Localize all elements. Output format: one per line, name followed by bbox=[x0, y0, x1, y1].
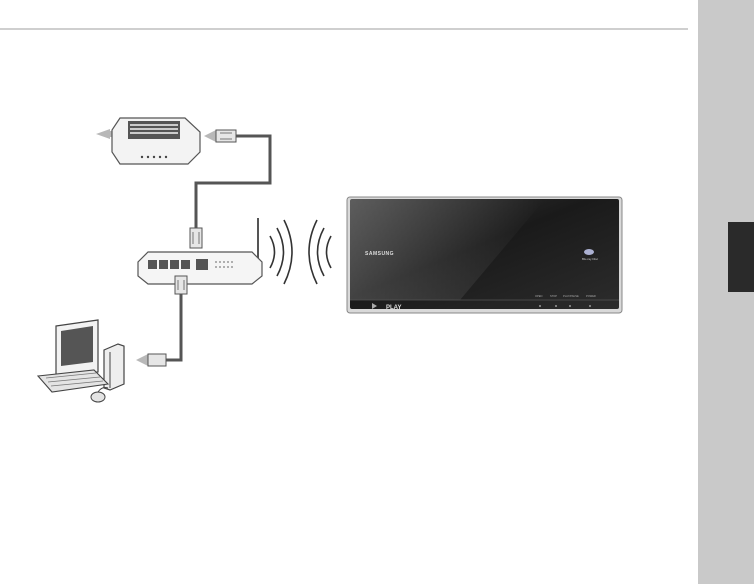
control-power-label: POWER bbox=[586, 294, 596, 298]
cable-router-to-computer bbox=[162, 291, 181, 360]
broadband-modem-icon bbox=[96, 118, 200, 164]
router-plug-icon bbox=[190, 228, 202, 248]
ethernet-cable-icon bbox=[162, 136, 270, 360]
blu-ray-disc-logo bbox=[584, 249, 594, 255]
router-out-plug-icon bbox=[175, 276, 187, 294]
control-stop-label: STOP bbox=[550, 294, 557, 298]
desktop-computer-icon bbox=[38, 320, 166, 402]
modem-plug-icon bbox=[204, 130, 236, 142]
disc-logo-label: Blu-ray Disc bbox=[582, 257, 599, 261]
cable-modem-to-router bbox=[196, 136, 270, 228]
player-play-label: PLAY bbox=[386, 305, 401, 311]
outgoing-arrow-icon bbox=[96, 129, 110, 139]
wireless-signal-icon bbox=[270, 220, 331, 284]
player-brand: SAMSUNG bbox=[365, 251, 394, 257]
control-play-pause-label: PLAY/PAUSE bbox=[563, 294, 579, 298]
control-open-label: OPEN bbox=[535, 294, 542, 298]
